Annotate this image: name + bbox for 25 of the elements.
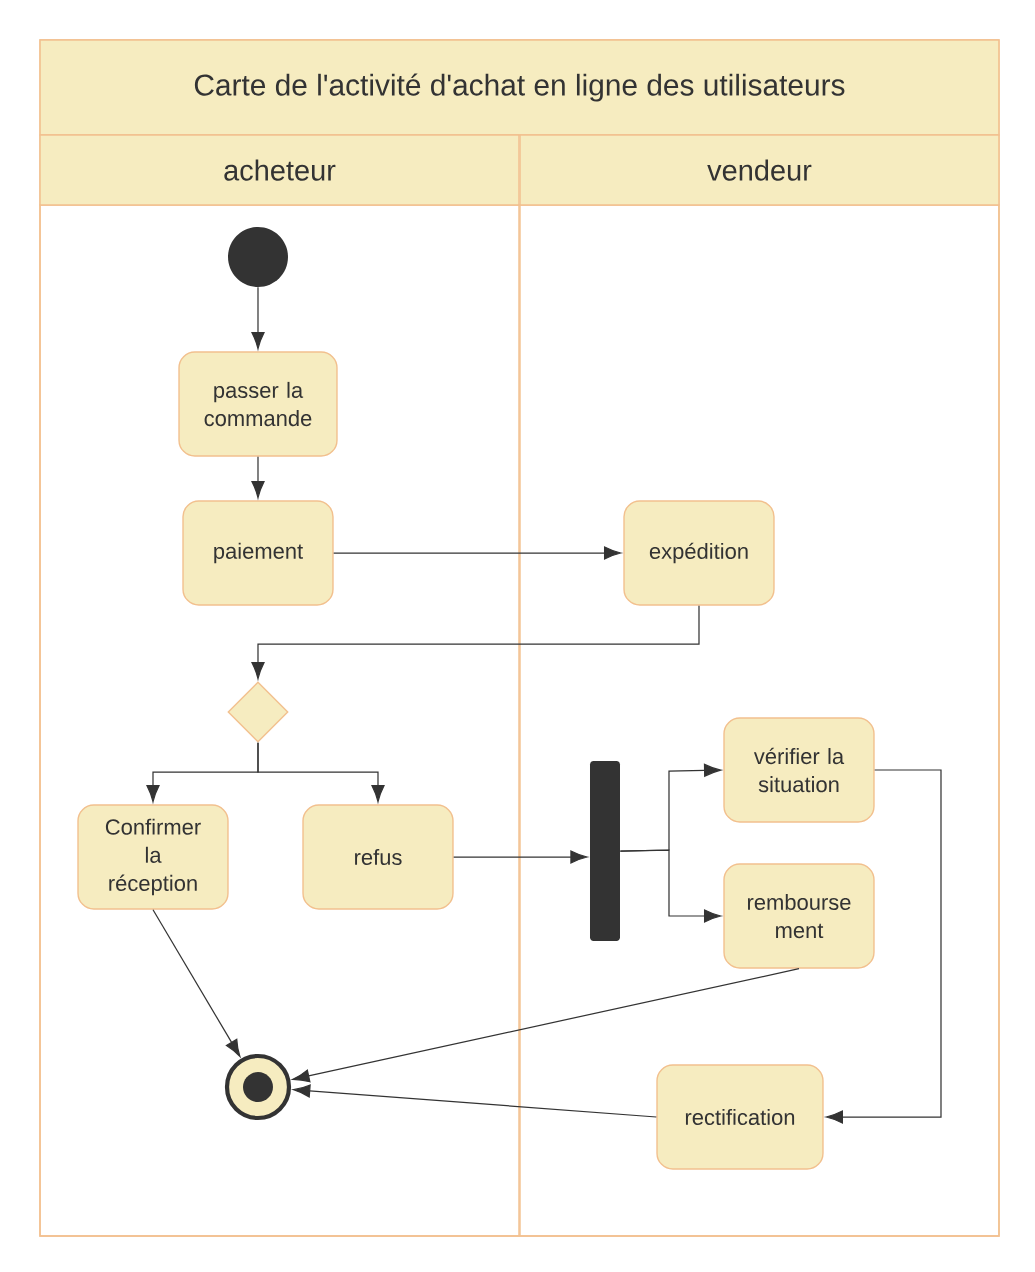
activity-box: paiement [182, 500, 334, 606]
arrow [453, 850, 588, 864]
arrow [251, 286, 265, 350]
arrow [292, 968, 800, 1083]
activity-box: rectification [656, 1064, 824, 1170]
arrow [333, 546, 622, 560]
node-label: acheteur [224, 159, 336, 181]
arrow [619, 849, 722, 923]
activity-box: rembourse ment [723, 863, 875, 969]
activity-box: passer la commande [178, 351, 338, 457]
arrow [251, 456, 265, 499]
activity-box: vérifier la situation [723, 717, 875, 823]
start-node [228, 227, 288, 287]
activity-box: Confirmer la réception [77, 804, 229, 910]
fork-bar [590, 761, 620, 941]
arrow [251, 605, 700, 680]
arrow [293, 1084, 657, 1118]
arrow [825, 769, 942, 1124]
decision-diamond [227, 681, 289, 743]
arrow [257, 742, 385, 803]
node-label: vendeur [707, 159, 812, 181]
arrow [152, 909, 241, 1057]
end-node [224, 1053, 292, 1121]
activity-box: expédition [623, 500, 775, 606]
activity-box: refus [302, 804, 454, 910]
